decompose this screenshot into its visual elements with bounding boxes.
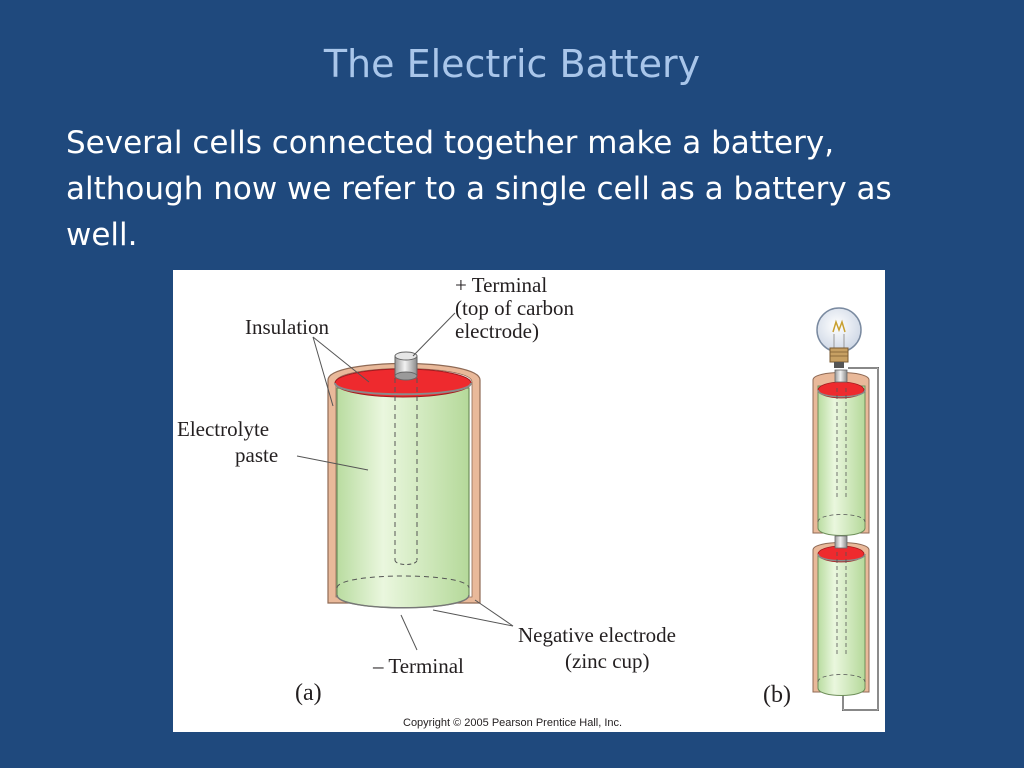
copyright-notice: Copyright © 2005 Pearson Prentice Hall, … xyxy=(403,717,622,729)
electrolyte-label-2: paste xyxy=(235,443,278,467)
plus-terminal-label: + Terminal xyxy=(455,273,547,297)
panel-a-label: (a) xyxy=(295,680,322,706)
electrolyte-paste-body xyxy=(336,387,470,609)
carbon-electrode-label-2: electrode) xyxy=(455,319,539,343)
minus-terminal-label: – Terminal xyxy=(372,654,464,678)
battery-diagram: + Terminal (top of carbon electrode) Ins… xyxy=(177,273,879,729)
two-cell-battery-diagram xyxy=(812,307,879,711)
upper-cell xyxy=(812,369,870,536)
slide-body-text: Several cells connected together make a … xyxy=(66,125,892,253)
lower-cell xyxy=(812,535,870,696)
panel-b-label: (b) xyxy=(763,682,791,708)
slide-title: The Electric Battery xyxy=(323,42,701,86)
carbon-electrode-label-1: (top of carbon xyxy=(455,296,574,320)
insulation-label: Insulation xyxy=(245,315,329,339)
negative-electrode-label: Negative electrode xyxy=(518,623,676,647)
battery-figure: + Terminal (top of carbon electrode) Ins… xyxy=(173,270,885,732)
single-cell-diagram xyxy=(296,312,514,651)
light-bulb xyxy=(816,307,862,368)
electrolyte-label-1: Electrolyte xyxy=(177,417,269,441)
zinc-cup-label: (zinc cup) xyxy=(565,649,650,673)
